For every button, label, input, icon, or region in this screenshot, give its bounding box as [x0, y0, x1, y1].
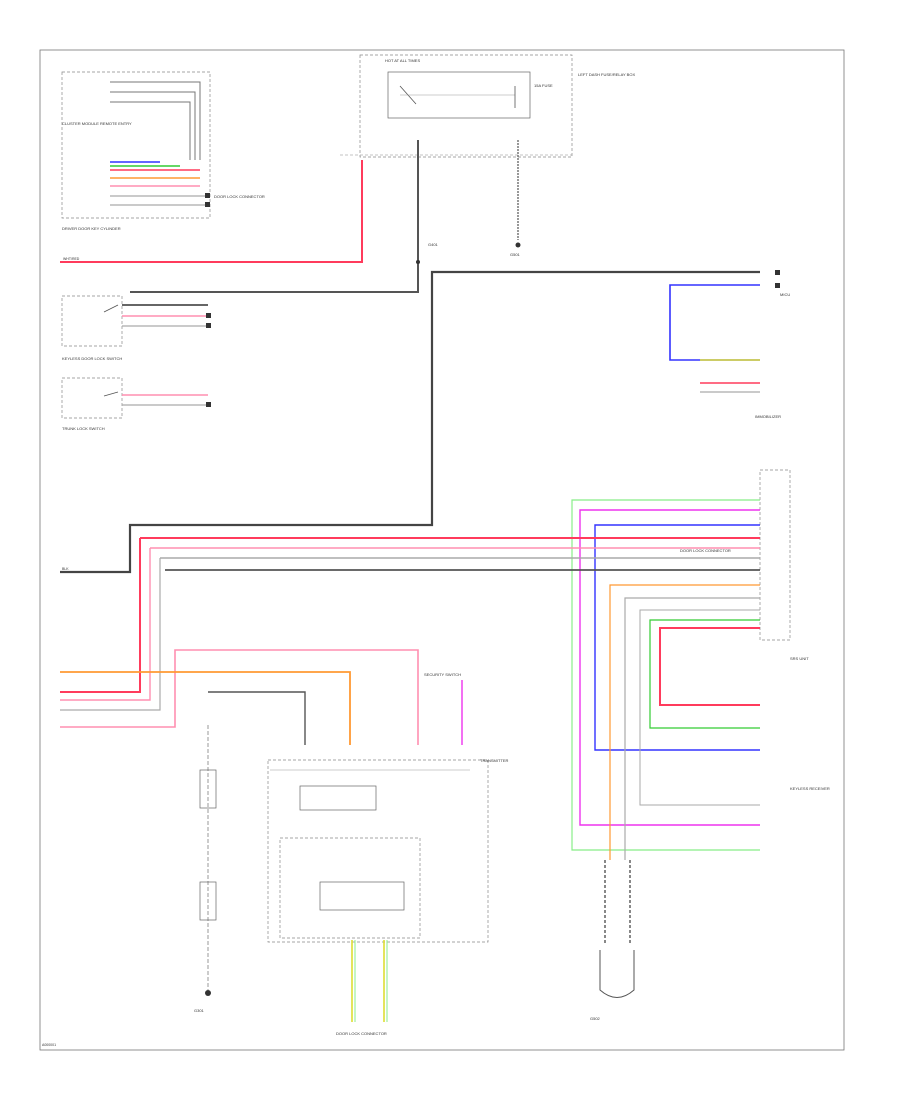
cluster-module-label: CLUSTER MODULE REMOTE ENTRY	[62, 121, 132, 126]
wire-label-blk: BLK	[62, 567, 69, 571]
footer-code: A000001	[42, 1043, 56, 1047]
immobilizer-label: IMMOBILIZER	[755, 414, 781, 419]
transmitter-box: TRANSMITTER SECURITY SWITCH	[267, 672, 509, 943]
ground-g-left: G401	[428, 242, 439, 247]
door-lock-switch: KEYLESS DOOR LOCK SWITCH	[61, 295, 211, 361]
trunk-switch-label: TRUNK LOCK SWITCH	[62, 426, 105, 431]
ground-icon	[205, 990, 211, 996]
connector-label: DOOR LOCK CONNECTOR	[214, 194, 265, 199]
wire-label-red: WHT/RED	[63, 257, 80, 261]
transmitter-label: TRANSMITTER	[480, 758, 509, 763]
fuse-box: HOT AT ALL TIMES 15A FUSE LEFT DASH FUSE…	[340, 54, 635, 158]
wire-pink-left	[60, 548, 151, 701]
ground-g301: G301	[194, 725, 217, 1013]
wire-black-bus	[60, 270, 760, 574]
ground-g-right: G501	[510, 252, 521, 257]
srs-label: SRS UNIT	[790, 656, 809, 661]
right-connector-block: DOOR LOCK CONNECTOR SRS UNIT KEYLESS REC…	[140, 469, 830, 860]
security-switch-label: SECURITY SWITCH	[424, 672, 461, 677]
wire-red-left	[60, 538, 141, 693]
wire-black-fuse	[130, 140, 419, 293]
ground-icon	[515, 242, 521, 248]
door-lock-switch-label: KEYLESS DOOR LOCK SWITCH	[62, 356, 122, 361]
wire-black-left-2	[208, 691, 306, 745]
fuse-name: 15A FUSE	[534, 83, 553, 88]
connector-label-2: DOOR LOCK CONNECTOR	[680, 548, 731, 553]
keyless-receiver-label: KEYLESS RECEIVER	[790, 786, 830, 791]
micu-label: MICU	[780, 292, 790, 297]
fuse-box-title: HOT AT ALL TIMES	[385, 58, 420, 63]
connector-icon	[205, 193, 210, 198]
sensor-label: G502	[590, 1016, 601, 1021]
door-key-label: DRIVER DOOR KEY CYLINDER	[62, 226, 121, 231]
wire-red-left-2	[60, 649, 419, 745]
diagram-frame	[39, 49, 845, 1051]
cluster-module: CLUSTER MODULE REMOTE ENTRY DRIVER DOOR …	[61, 71, 265, 231]
fuse-icon	[199, 881, 217, 921]
left-dash-fuse-label: LEFT DASH FUSE/RELAY BOX	[578, 72, 635, 77]
wire-orange-left	[60, 671, 351, 745]
bottom-right-sensor: G502	[590, 860, 635, 1021]
fuse-icon	[199, 769, 217, 809]
ground-g301-label: G301	[194, 1008, 205, 1013]
wire-gray-left	[60, 558, 161, 711]
bottom-connector-label: DOOR LOCK CONNECTOR	[336, 1031, 387, 1036]
micu-module: MICU IMMOBILIZER	[669, 270, 790, 419]
connector-icon	[205, 202, 210, 207]
trunk-switch: TRUNK LOCK SWITCH	[61, 377, 211, 431]
wire-red-top	[60, 160, 363, 263]
